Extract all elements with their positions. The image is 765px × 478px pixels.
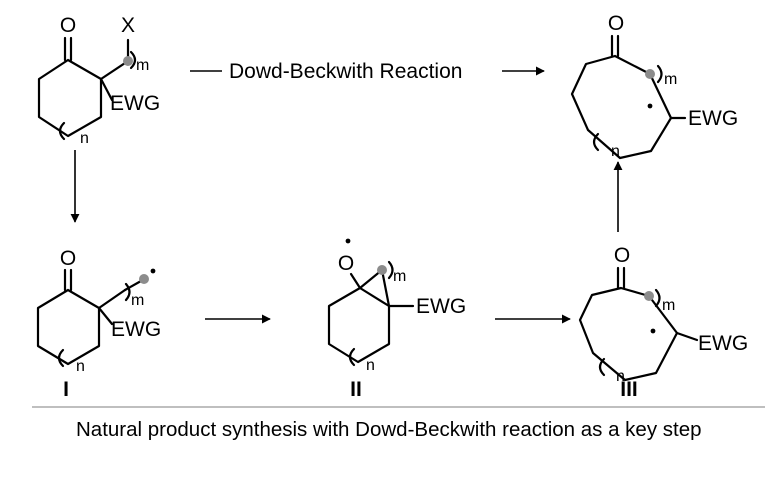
cmpd3-ring-n: n — [616, 368, 625, 385]
cmpd3-chain-bracket — [654, 288, 661, 308]
cmpd2-ring — [327, 286, 391, 364]
cmpd3-radical-center-dot — [644, 291, 654, 301]
cmpd3-ewg-bond — [675, 331, 699, 342]
product-ring — [570, 54, 673, 160]
cmpd1-ewg: EWG — [111, 318, 161, 341]
cmpd2-radical-center-dot — [377, 265, 387, 275]
cmpd1-chain-bracket — [124, 282, 131, 302]
cmpd3-chain-m: m — [662, 297, 675, 314]
cmpd2-alkoxy-oxygen: O — [338, 252, 354, 275]
cmpd2-radical-electron — [345, 238, 351, 244]
cmpd3-radical-electron — [650, 328, 656, 334]
cmpd1-ring-bracket — [57, 348, 65, 368]
start-chain-bracket — [129, 50, 137, 70]
cmpd3-ring — [578, 286, 679, 382]
cmpd2-label: II — [350, 378, 362, 401]
start-carbonyl-oxygen: O — [60, 14, 76, 37]
start-leaving-group: X — [121, 14, 135, 37]
cmpd2-chain-bracket — [387, 260, 394, 280]
product-chain-m: m — [664, 71, 677, 88]
compound-iii: O m EWG n III — [578, 244, 748, 401]
cmpd1-chain-m: m — [131, 292, 144, 309]
cmpd1-chain-bond — [97, 288, 127, 310]
product-ring-n: n — [611, 143, 620, 160]
product-radical-center-dot — [645, 69, 655, 79]
start-ewg-bond — [99, 77, 114, 102]
cmpd1-chain-bond-2 — [123, 279, 143, 292]
start-ewg: EWG — [110, 92, 160, 115]
reaction-label: Dowd-Beckwith Reaction — [229, 60, 462, 83]
start-chain-m: m — [136, 57, 149, 74]
product-ring-bracket — [592, 132, 600, 152]
cmpd1-label: I — [63, 378, 69, 401]
compound-ii: O m EWG n II — [327, 238, 466, 401]
caption: Natural product synthesis with Dowd-Beck… — [76, 418, 702, 441]
cmpd2-ring-bracket — [348, 347, 356, 367]
start-ring-bracket — [58, 121, 66, 141]
cmpd2-chain-m: m — [393, 268, 406, 285]
start-chain-bond — [99, 59, 130, 81]
cmpd3-carbonyl-oxygen: O — [614, 244, 630, 267]
cmpd3-ring-bracket — [598, 357, 606, 377]
product-carbonyl-oxygen: O — [608, 12, 624, 35]
cmpd2-o-bond — [349, 272, 362, 290]
cmpd2-ring-n: n — [366, 357, 375, 374]
compound-i: O m EWG n I — [36, 247, 161, 401]
cmpd1-radical-electron — [150, 268, 156, 274]
product: O m EWG n — [570, 12, 738, 160]
start-radical-center-dot — [123, 56, 133, 66]
cmpd1-carbonyl-oxygen: O — [60, 247, 76, 270]
starting-material: O m X EWG n — [37, 14, 160, 147]
cmpd3-label: III — [620, 378, 638, 401]
cmpd2-cyclopropane-b — [380, 268, 391, 308]
cmpd1-ring — [36, 288, 101, 366]
cmpd1-radical-center-dot — [139, 274, 149, 284]
cmpd3-ewg: EWG — [698, 332, 748, 355]
cmpd2-ewg: EWG — [416, 295, 466, 318]
cmpd1-ring-n: n — [76, 358, 85, 375]
product-radical-electron — [647, 103, 653, 109]
product-ewg: EWG — [688, 107, 738, 130]
product-chain-bracket — [656, 64, 663, 84]
start-ring-n: n — [80, 130, 89, 147]
start-ring — [37, 58, 103, 138]
cmpd1-ewg-bond — [97, 306, 114, 326]
